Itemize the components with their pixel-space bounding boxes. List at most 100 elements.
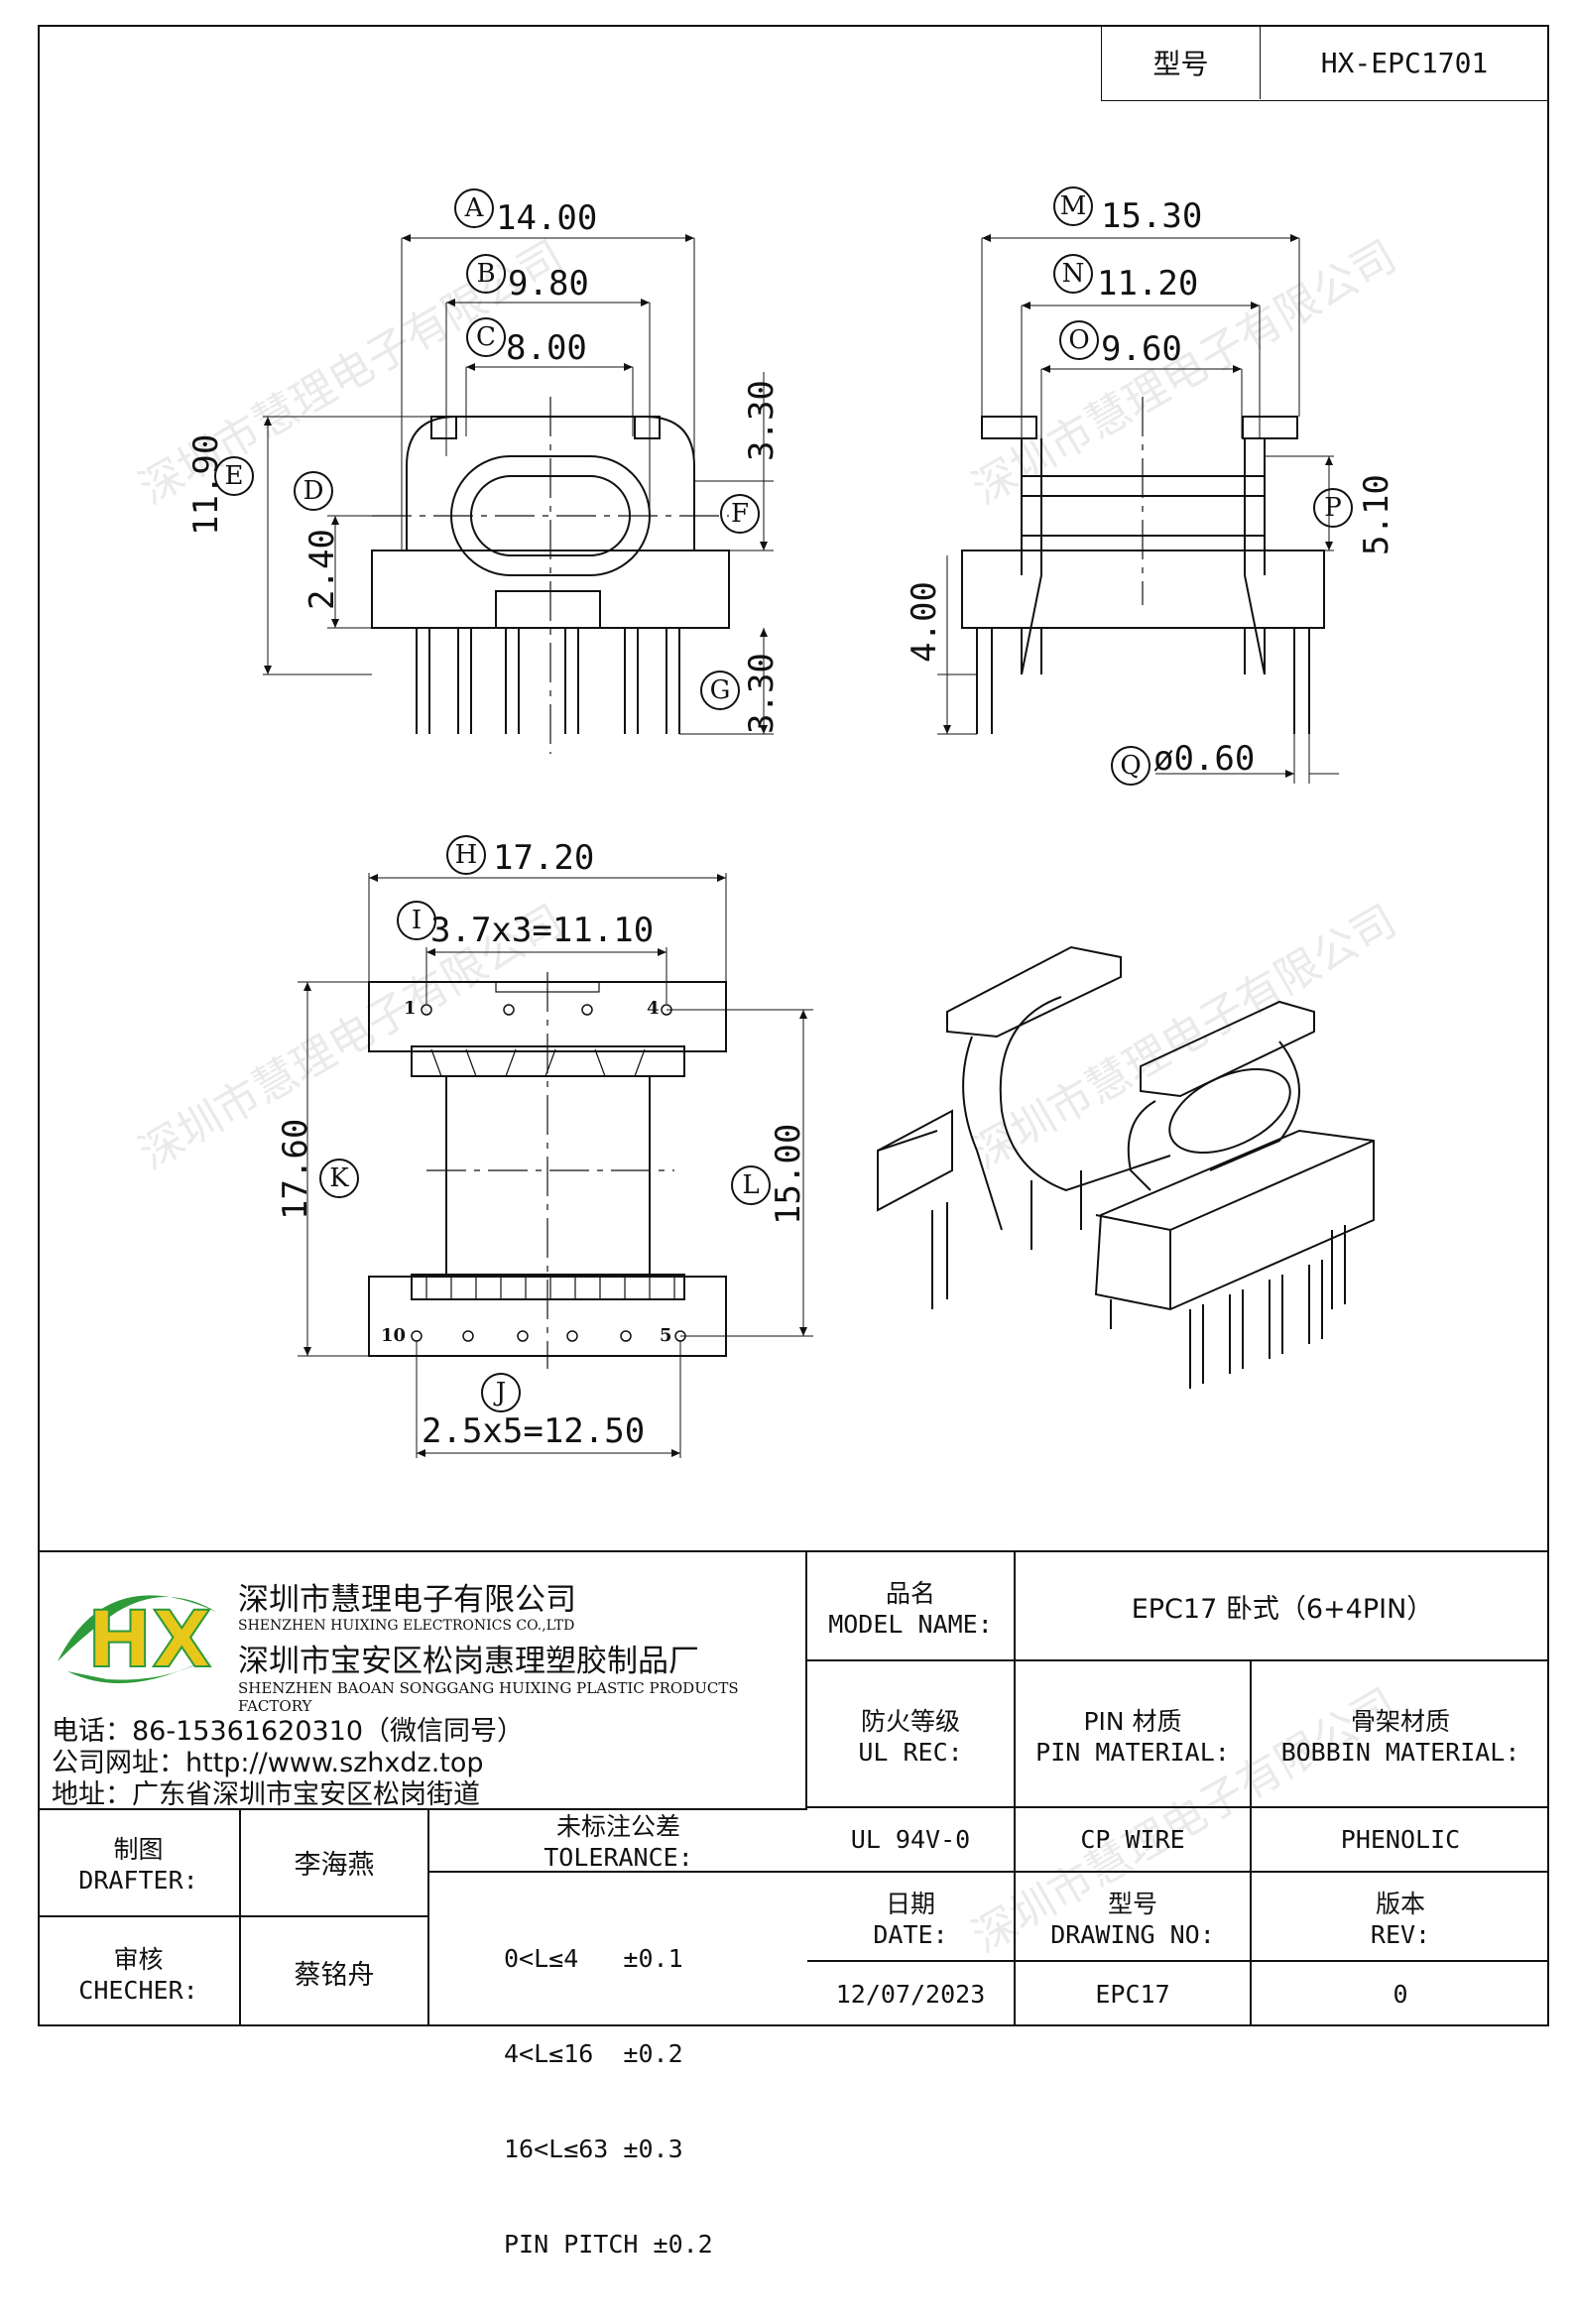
pin-material-label-cn: PIN 材质 <box>1083 1706 1182 1736</box>
dim-B-value: 9.80 <box>508 264 589 304</box>
bobbin-material-label-cn: 骨架材质 <box>1350 1706 1450 1736</box>
dim-F-value: 3.30 <box>742 380 782 461</box>
model-name-label-en: MODEL NAME: <box>828 1609 993 1639</box>
rev-label-cn: 版本 <box>1375 1889 1425 1918</box>
bottom-pin-holes <box>411 1004 686 1342</box>
callout-K: K <box>319 1159 359 1198</box>
pin-label-1: 1 <box>404 998 417 1019</box>
pin-label-10: 10 <box>381 1325 407 1346</box>
tolerance-values: 0<L≤4 ±0.1 4<L≤16 ±0.2 16<L≤63 ±0.3 PIN … <box>504 1880 713 2324</box>
model-header-box: 型号 HX-EPC1701 <box>1101 25 1549 101</box>
ul-label-en: UL REC: <box>858 1737 963 1767</box>
dim-A-value: 14.00 <box>496 198 598 238</box>
callout-Q: Q <box>1111 746 1150 786</box>
isometric-view <box>877 945 1375 1389</box>
tolerance-line-4: PIN PITCH ±0.2 <box>504 2230 713 2259</box>
callout-A: A <box>454 188 494 228</box>
callout-G: G <box>700 671 740 710</box>
checker-value-cell: 蔡铭舟 <box>241 1917 429 2026</box>
checker-label-en: CHECHER: <box>78 1975 198 2005</box>
dim-J-value: 2.5x5=12.50 <box>422 1411 646 1451</box>
date-value-cell: 12/07/2023 <box>807 1962 1016 2026</box>
dim-G-value: 3.30 <box>742 653 782 734</box>
callout-M: M <box>1053 186 1093 226</box>
checker-label-cn: 审核 <box>113 1944 164 1974</box>
callout-O: O <box>1059 320 1099 360</box>
pin-label-5: 5 <box>660 1325 672 1346</box>
model-header-value: HX-EPC1701 <box>1320 46 1489 79</box>
pin-material-value-cell: CP WIRE <box>1016 1808 1252 1873</box>
bottom-view <box>298 873 813 1458</box>
factory-name-en: SHENZHEN BAOAN SONGGANG HUIXING PLASTIC … <box>238 1679 739 1715</box>
ul-value-cell: UL 94V-0 <box>807 1808 1016 1873</box>
callout-F: F <box>720 494 760 534</box>
company-logo: HX <box>58 1595 216 1686</box>
callout-L: L <box>731 1165 771 1205</box>
callout-N: N <box>1053 254 1093 294</box>
title-block: HX 深圳市慧理电子有限公司 SHENZHEN HUIXING ELECTRON… <box>38 1550 1549 2259</box>
drafter-label-cn: 制图 <box>113 1834 164 1864</box>
front-view <box>263 234 774 754</box>
rev-label-en: REV: <box>1370 1919 1431 1949</box>
checker-label-cell: 审核 CHECHER: <box>38 1917 241 2026</box>
bobbin-material-value-cell: PHENOLIC <box>1252 1808 1549 1873</box>
dim-L-value: 15.00 <box>769 1123 808 1225</box>
model-name-label-cell: 品名 MODEL NAME: <box>807 1552 1016 1661</box>
pin-material-label-en: PIN MATERIAL: <box>1035 1737 1230 1767</box>
checker-value: 蔡铭舟 <box>294 1959 375 1991</box>
drawing-no-label-en: DRAWING NO: <box>1050 1919 1215 1949</box>
dim-N-value: 11.20 <box>1097 264 1199 304</box>
company-name-en: SHENZHEN HUIXING ELECTRONICS CO.,LTD <box>238 1618 575 1634</box>
date-value: 12/07/2023 <box>835 1980 986 2009</box>
factory-name-cn: 深圳市宝安区松岗惠理塑胶制品厂 <box>238 1644 699 1679</box>
dim-D-value: 2.40 <box>303 529 342 610</box>
model-name-value: EPC17 卧式（6+4PIN） <box>1131 1593 1434 1625</box>
company-name-cn: 深圳市慧理电子有限公司 <box>238 1582 576 1618</box>
bobbin-material-label-cell: 骨架材质 BOBBIN MATERIAL: <box>1252 1661 1549 1808</box>
side-view <box>937 234 1339 784</box>
dim-H-value: 17.20 <box>493 838 595 878</box>
dim-K-value: 17.60 <box>276 1118 315 1220</box>
pin-label-4: 4 <box>647 998 660 1019</box>
dim-I-value: 3.7x3=11.10 <box>430 911 655 950</box>
drafter-label-cell: 制图 DRAFTER: <box>38 1808 241 1917</box>
dim-O-value: 9.60 <box>1101 329 1182 369</box>
rev-label-cell: 版本 REV: <box>1252 1873 1549 1962</box>
technical-drawing <box>263 234 1375 1458</box>
bobbin-material-label-en: BOBBIN MATERIAL: <box>1280 1737 1520 1767</box>
callout-B: B <box>466 254 506 294</box>
rev-value-cell: 0 <box>1252 1962 1549 2026</box>
ul-label-cell: 防火等级 UL REC: <box>807 1661 1016 1808</box>
callout-J: J <box>481 1373 521 1412</box>
callout-I: I <box>397 901 436 940</box>
logo-text: HX <box>87 1596 211 1685</box>
callout-C: C <box>466 317 506 357</box>
pin-material-value: CP WIRE <box>1080 1825 1185 1854</box>
tolerance-line-2: 4<L≤16 ±0.2 <box>504 2039 683 2068</box>
company-website: 公司网址：http://www.szhxdz.top <box>52 1748 484 1778</box>
model-name-value-cell: EPC17 卧式（6+4PIN） <box>1016 1552 1549 1661</box>
dim-C-value: 8.00 <box>506 328 587 368</box>
tolerance-line-1: 0<L≤4 ±0.1 <box>504 1944 683 1973</box>
model-name-label-cn: 品名 <box>885 1578 935 1608</box>
tolerance-label-cn: 未标注公差 <box>555 1812 680 1841</box>
date-label-cn: 日期 <box>885 1889 935 1918</box>
callout-P: P <box>1313 488 1353 528</box>
drawing-sheet <box>38 25 1549 2026</box>
callout-H: H <box>446 835 486 875</box>
rev-value: 0 <box>1392 1980 1408 2009</box>
date-label-cell: 日期 DATE: <box>807 1873 1016 1962</box>
company-area: HX 深圳市慧理电子有限公司 SHENZHEN HUIXING ELECTRON… <box>38 1552 807 1810</box>
drawing-no-label-cn: 型号 <box>1107 1889 1157 1918</box>
drawing-no-value-cell: EPC17 <box>1016 1962 1252 2026</box>
company-address: 地址：广东省深圳市宝安区松岗街道 <box>52 1779 480 1810</box>
dim-Q-value: ø0.60 <box>1153 739 1256 779</box>
dim-P-value: 5.10 <box>1357 474 1396 555</box>
callout-D: D <box>294 471 333 511</box>
ul-value: UL 94V-0 <box>850 1825 971 1854</box>
lower-left-frame <box>38 1808 807 2028</box>
tolerance-label-en: TOLERANCE: <box>544 1843 693 1872</box>
front-pins <box>416 628 680 734</box>
drafter-value-cell: 李海燕 <box>241 1808 429 1917</box>
dim-pin-height-value: 4.00 <box>905 581 944 663</box>
